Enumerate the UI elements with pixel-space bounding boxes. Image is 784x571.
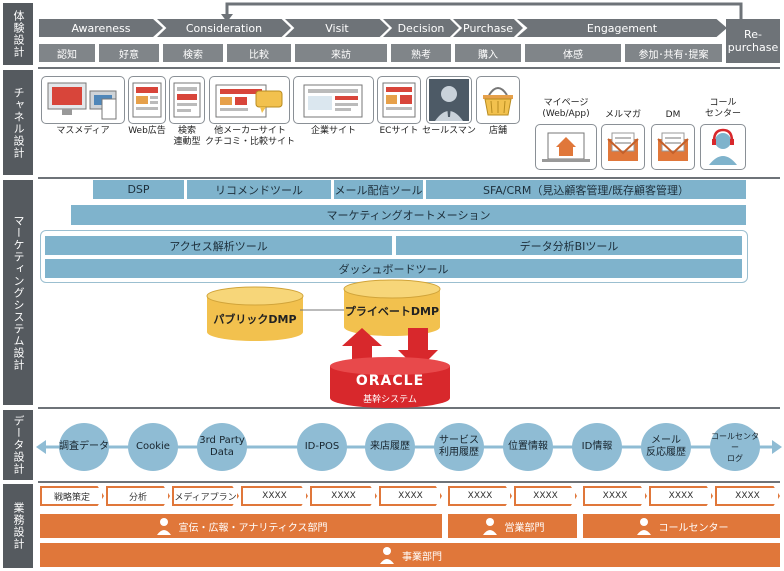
- task-item: メディアプラン: [172, 486, 239, 506]
- public-dmp-label: パブリックDMP: [213, 313, 297, 326]
- task-item: XXXX: [379, 486, 442, 506]
- section-label-business: 業務設計: [3, 484, 33, 568]
- section-label-marketing: マーケティングシステム設計: [3, 180, 33, 405]
- channel-label: コール センター: [704, 98, 741, 119]
- person-icon: [380, 547, 394, 564]
- tool-marketing-automation: マーケティングオートメーション: [71, 205, 746, 225]
- person-icon: [482, 518, 497, 535]
- channel-label: 企業サイト: [310, 126, 356, 136]
- task-item: XXXX: [715, 486, 780, 506]
- channel-label: ECサイト: [379, 126, 419, 136]
- section-label-data: データ設計: [3, 410, 33, 480]
- channel-label: DM: [665, 110, 681, 120]
- dept-advertising: 宣伝・広報・アナリティクス部門: [40, 514, 442, 538]
- phase-engagement: Engagement: [517, 19, 727, 37]
- dept-call-center: コールセンター: [583, 514, 780, 538]
- step-item: 認知: [39, 44, 95, 62]
- tool-dashboard: ダッシュボードツール: [45, 259, 742, 278]
- division-label: 事業部門: [402, 551, 442, 563]
- tool-recommend: リコメンドツール: [187, 180, 331, 199]
- phase-repurchase: Re- purchase: [726, 19, 780, 63]
- private-dmp-cylinder: [343, 279, 441, 336]
- channel-label: マイページ (Web/App): [542, 98, 590, 119]
- section-label-channel: チャネル設計: [3, 70, 33, 175]
- section-divider: [38, 67, 780, 69]
- salesman-icon: [426, 76, 472, 124]
- data-item: サービス 利用履歴: [434, 423, 484, 471]
- search-ad-icon: [169, 76, 205, 124]
- task-item: XXXX: [241, 486, 308, 506]
- section-divider: [38, 177, 780, 179]
- step-item: 比較: [227, 44, 291, 62]
- task-item: XXXX: [649, 486, 713, 506]
- task-item: 分析: [106, 486, 170, 506]
- data-item: Cookie: [128, 423, 178, 471]
- person-icon: [636, 518, 651, 535]
- oracle-core-cylinder: [330, 357, 450, 408]
- corporate-site-icon: [293, 76, 374, 124]
- dept-label: 営業部門: [504, 522, 545, 534]
- task-item: XXXX: [448, 486, 512, 506]
- division-business: 事業部門: [40, 543, 780, 567]
- data-item: ID-POS: [297, 423, 347, 471]
- web-ad-icon: [128, 76, 166, 124]
- section-divider: [38, 481, 780, 483]
- repurchase-loop-arrow: [221, 2, 743, 22]
- phase-awareness: Awareness: [39, 19, 163, 37]
- channel-label: セールスマン: [422, 126, 476, 136]
- channel-label: マスメディア: [56, 126, 110, 136]
- newsletter-icon: [601, 124, 645, 170]
- step-item: 参加･共有･提案: [625, 44, 722, 62]
- dept-label: 宣伝・広報・アナリティクス部門: [178, 522, 328, 534]
- step-item: 検索: [163, 44, 223, 62]
- data-item: 位置情報: [503, 423, 553, 471]
- tool-dsp: DSP: [93, 180, 184, 199]
- review-site-icon: [209, 76, 290, 124]
- channel-label: 他メーカーサイト クチコミ・比較サイト: [205, 126, 296, 147]
- task-item: XXXX: [583, 486, 647, 506]
- direct-mail-icon: [651, 124, 695, 170]
- phase-purchase: Purchase: [453, 19, 523, 37]
- section-label-experience: 体験設計: [3, 3, 33, 65]
- step-item: 熟考: [391, 44, 451, 62]
- phase-visit: Visit: [285, 19, 389, 37]
- tool-bi-analysis: データ分析BIツール: [396, 236, 742, 255]
- channel-label: Web広告: [128, 126, 166, 136]
- step-item: 来訪: [295, 44, 387, 62]
- store-icon: [476, 76, 520, 124]
- dmp-link-line: [300, 309, 350, 311]
- step-item: 好意: [99, 44, 159, 62]
- step-item: 購入: [455, 44, 521, 62]
- tool-access-analysis: アクセス解析ツール: [45, 236, 392, 255]
- data-item: 3rd Party Data: [197, 423, 247, 471]
- data-item: メール 反応履歴: [641, 423, 691, 471]
- task-item: XXXX: [514, 486, 577, 506]
- tool-mail-delivery: メール配信ツール: [334, 180, 423, 199]
- step-item: 体感: [525, 44, 621, 62]
- data-item: 来店履歴: [365, 423, 415, 471]
- channel-label: 店舗: [488, 126, 507, 136]
- oracle-logo: ORACLE: [355, 373, 425, 389]
- ec-site-icon: [377, 76, 421, 124]
- dept-label: コールセンター: [658, 522, 729, 534]
- phase-consideration: Consideration: [157, 19, 291, 37]
- phase-decision: Decision: [383, 19, 459, 37]
- person-icon: [156, 518, 171, 535]
- dept-sales: 営業部門: [448, 514, 577, 538]
- task-item: 戦略策定: [40, 486, 104, 506]
- channel-label: メルマガ: [604, 110, 641, 120]
- core-system-label: 基幹システム: [363, 395, 417, 405]
- call-center-icon: [700, 124, 746, 170]
- mass-media-icon: [41, 76, 125, 124]
- data-item: コールセンター ログ: [710, 423, 760, 471]
- data-item: 調査データ: [59, 423, 109, 471]
- task-item: XXXX: [310, 486, 377, 506]
- private-dmp-label: プライベートDMP: [344, 305, 440, 318]
- data-item: ID情報: [572, 423, 622, 471]
- mypage-icon: [535, 124, 597, 170]
- tool-sfa-crm: SFA/CRM（見込顧客管理/既存顧客管理）: [426, 180, 746, 199]
- public-dmp-cylinder: [206, 286, 304, 341]
- channel-label: 検索 連動型: [173, 126, 201, 147]
- section-divider: [38, 407, 780, 409]
